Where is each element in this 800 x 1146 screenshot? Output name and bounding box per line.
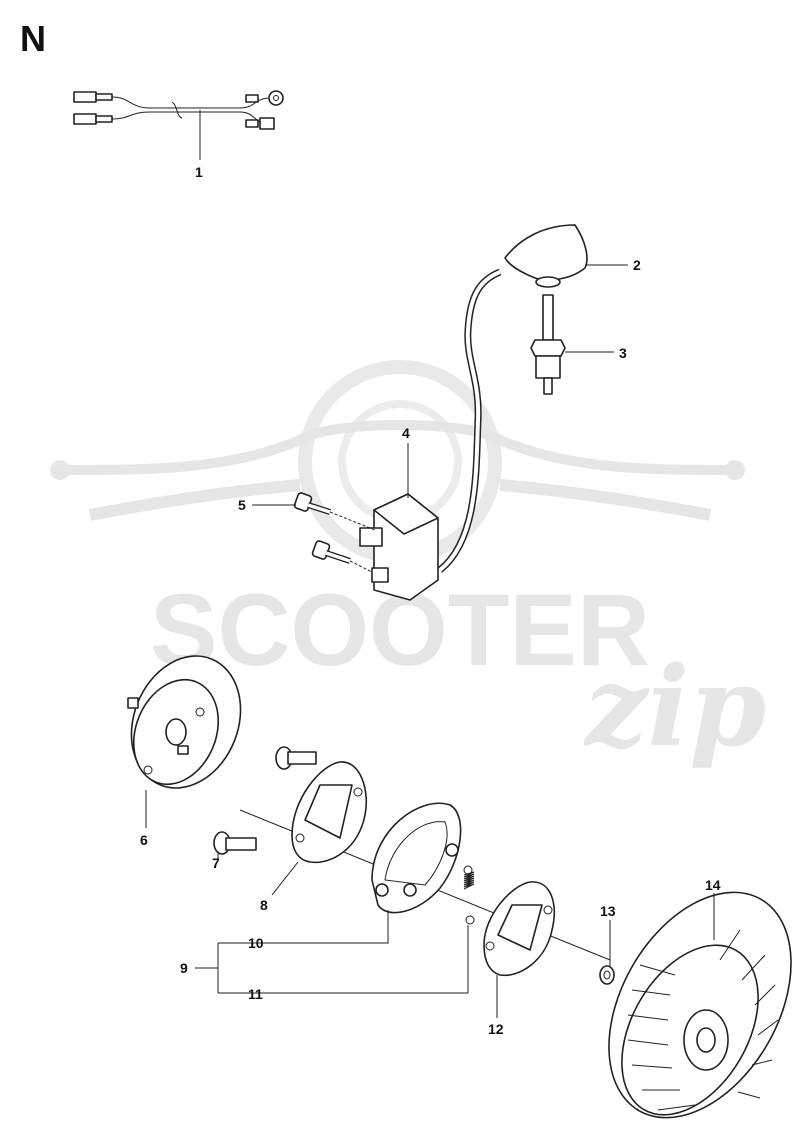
watermark-script: zip	[583, 642, 766, 771]
clutch-shoes-part	[371, 802, 462, 914]
clutch-spring-part	[463, 865, 475, 925]
callout-6: 6	[140, 832, 148, 848]
callout-12: 12	[488, 1021, 504, 1037]
callout-5: 5	[238, 497, 246, 513]
spark-plug-cap-part	[504, 224, 588, 288]
flywheel-part	[608, 891, 792, 1119]
wire-harness-part	[73, 90, 284, 130]
callout-7: 7	[212, 855, 220, 871]
small-washer-part	[599, 965, 615, 985]
callout-3: 3	[619, 345, 627, 361]
callout-13: 13	[600, 903, 616, 919]
ignition-module-part	[359, 268, 502, 601]
washer-plate-part	[483, 881, 555, 977]
clutch-plate-part	[291, 761, 367, 864]
callout-11: 11	[248, 986, 263, 1002]
section-letter: N	[20, 18, 46, 59]
callout-14: 14	[705, 877, 721, 893]
callout-4: 4	[402, 425, 410, 441]
spark-plug-part	[530, 294, 566, 395]
clutch-bolts-part	[213, 746, 317, 855]
module-screws-part	[293, 492, 376, 573]
clutch-drum-part	[127, 655, 242, 789]
callout-1: 1	[195, 164, 203, 180]
callout-2: 2	[633, 257, 641, 273]
callout-9: 9	[180, 960, 188, 976]
callout-8: 8	[260, 897, 268, 913]
callout-10: 10	[248, 935, 264, 951]
